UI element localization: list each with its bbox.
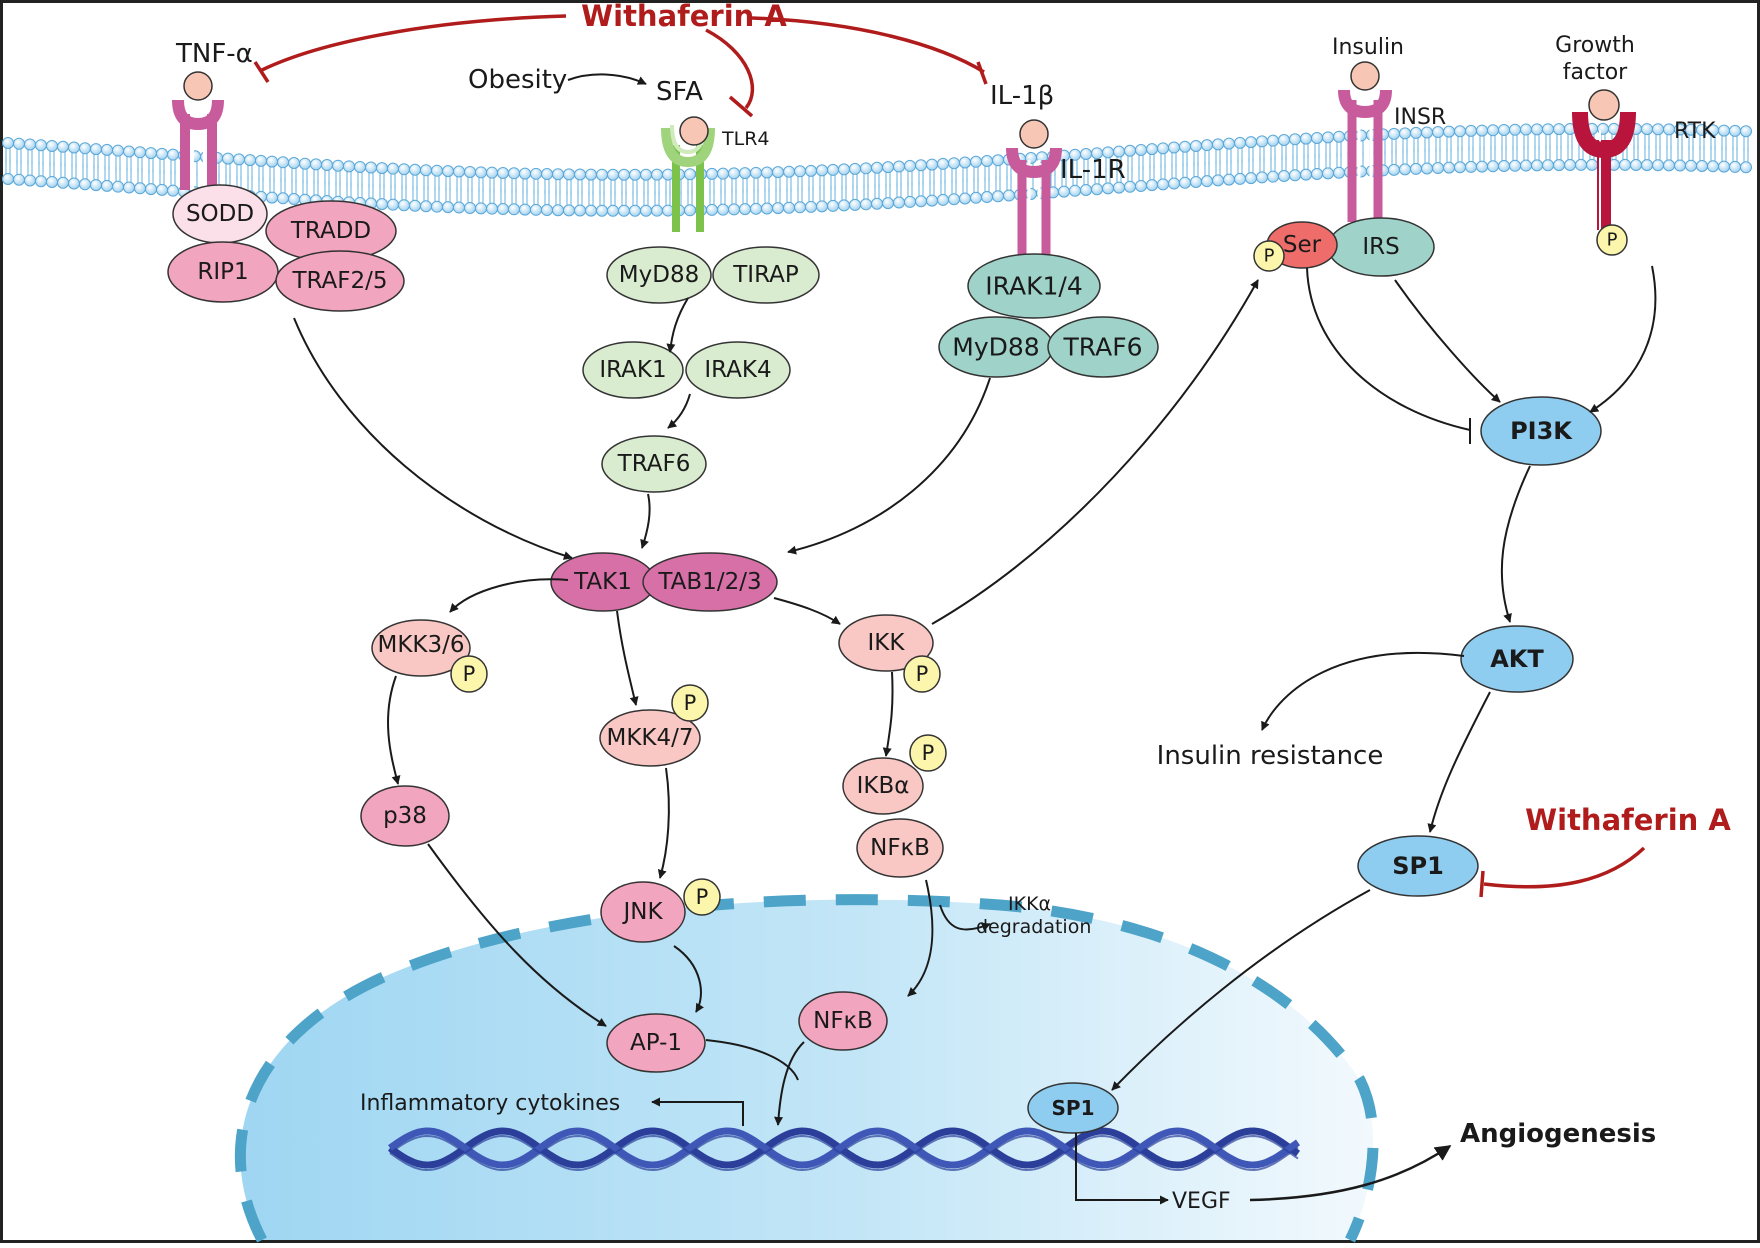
activation-arrows (293, 265, 1657, 1205)
phospho-ser: P (1264, 246, 1275, 267)
insulin-resistance-label: Insulin resistance (1157, 741, 1384, 771)
insr-receptor (1338, 61, 1392, 222)
withaferin-inhibits-sp1 (1479, 846, 1646, 898)
sp1-node: SP1 (1392, 852, 1444, 880)
myd88-node-a: MyD88 (619, 262, 699, 288)
tlr4-label: TLR4 (721, 128, 769, 150)
ser-inhibits-pi3k (1306, 267, 1471, 444)
il1b-label: IL-1β (990, 81, 1054, 111)
ikba-node: IKBα (857, 773, 910, 799)
irs-node: IRS (1362, 234, 1399, 260)
growth-factor-label-2: factor (1563, 60, 1628, 85)
sp1-nuclear-node: SP1 (1052, 1096, 1095, 1120)
angiogenesis-label: Angiogenesis (1460, 1119, 1656, 1149)
central-nodes: TAK1 TAB1/2/3 MKK3/6 MKK4/7 IKK p38 JNK … (360, 552, 944, 1073)
rip1-node: RIP1 (197, 259, 248, 285)
rtk-label: RTK (1674, 119, 1716, 144)
phospho-markers: P P P P P P P (450, 224, 1628, 916)
traf6-node-b: TRAF6 (1062, 333, 1142, 362)
il1r-receptor (1006, 119, 1062, 255)
il1r-label: IL-1R (1060, 155, 1126, 185)
nfkb-node: NFκB (870, 835, 930, 861)
il1r-complex: IRAK1/4 MyD88 TRAF6 (938, 253, 1159, 378)
tnf-receptor (172, 71, 224, 190)
myd88-node-b: MyD88 (952, 333, 1039, 362)
pi3k-akt-nodes: PI3K AKT SP1 SP1 (1027, 396, 1602, 1134)
inflammatory-cytokines-label: Inflammatory cytokines (360, 1091, 620, 1116)
cell-membrane (2, 122, 1752, 217)
phospho-ikk: P (916, 662, 929, 686)
growth-factor-label-1: Growth (1555, 33, 1635, 58)
irak4-node: IRAK4 (704, 357, 771, 383)
akt-node: AKT (1490, 645, 1544, 673)
mkk36-node: MKK3/6 (377, 632, 464, 658)
tnf-label: TNF-α (175, 39, 253, 69)
tab123-node: TAB1/2/3 (657, 569, 761, 595)
jnk-node: JNK (621, 899, 663, 925)
tradd-node: TRADD (290, 218, 371, 244)
rtk-receptor (1572, 89, 1636, 232)
irak1-node: IRAK1 (599, 357, 666, 383)
sodd-node: SODD (186, 201, 254, 227)
ap1-node: AP-1 (630, 1030, 682, 1056)
phospho-jnk: P (696, 885, 709, 909)
sfa-label: SFA (656, 77, 703, 107)
phospho-ikba: P (922, 741, 935, 765)
nfkb-nuclear-node: NFκB (813, 1008, 873, 1034)
traf6-node-a: TRAF6 (617, 451, 691, 477)
ikka-label-1: IKKα (1008, 893, 1051, 915)
tlr4-receptor (661, 116, 715, 232)
insulin-label: Insulin (1332, 35, 1404, 60)
mkk47-node: MKK4/7 (606, 725, 693, 751)
tnf-complex: SODD TRADD RIP1 TRAF2/5 (167, 184, 405, 312)
phospho-mkk47: P (684, 691, 697, 715)
insr-complex: IRS Ser (1266, 217, 1435, 277)
ikka-label-2: degradation (976, 916, 1091, 938)
withaferin-a-right-label: Withaferin A (1525, 803, 1731, 837)
dna-helix (387, 1127, 1301, 1172)
tak1-node: TAK1 (573, 569, 632, 595)
insr-label: INSR (1394, 105, 1446, 130)
p38-node: p38 (383, 803, 427, 829)
tlr4-complex: MyD88 TIRAP IRAK1 IRAK4 TRAF6 (582, 246, 820, 493)
obesity-to-sfa-arrow (567, 73, 647, 85)
phospho-rtk: P (1607, 230, 1618, 251)
pi3k-node: PI3K (1510, 417, 1573, 445)
vegf-label: VEGF (1172, 1189, 1231, 1214)
withaferin-inhibition-lines (253, 14, 988, 118)
ser-node: Ser (1283, 232, 1322, 258)
traf25-node: TRAF2/5 (291, 268, 387, 294)
tirap-node: TIRAP (732, 262, 799, 288)
phospho-mkk36: P (463, 662, 476, 686)
ikk-node: IKK (868, 630, 906, 656)
irak14-node: IRAK1/4 (985, 272, 1082, 301)
obesity-label: Obesity (468, 65, 567, 95)
